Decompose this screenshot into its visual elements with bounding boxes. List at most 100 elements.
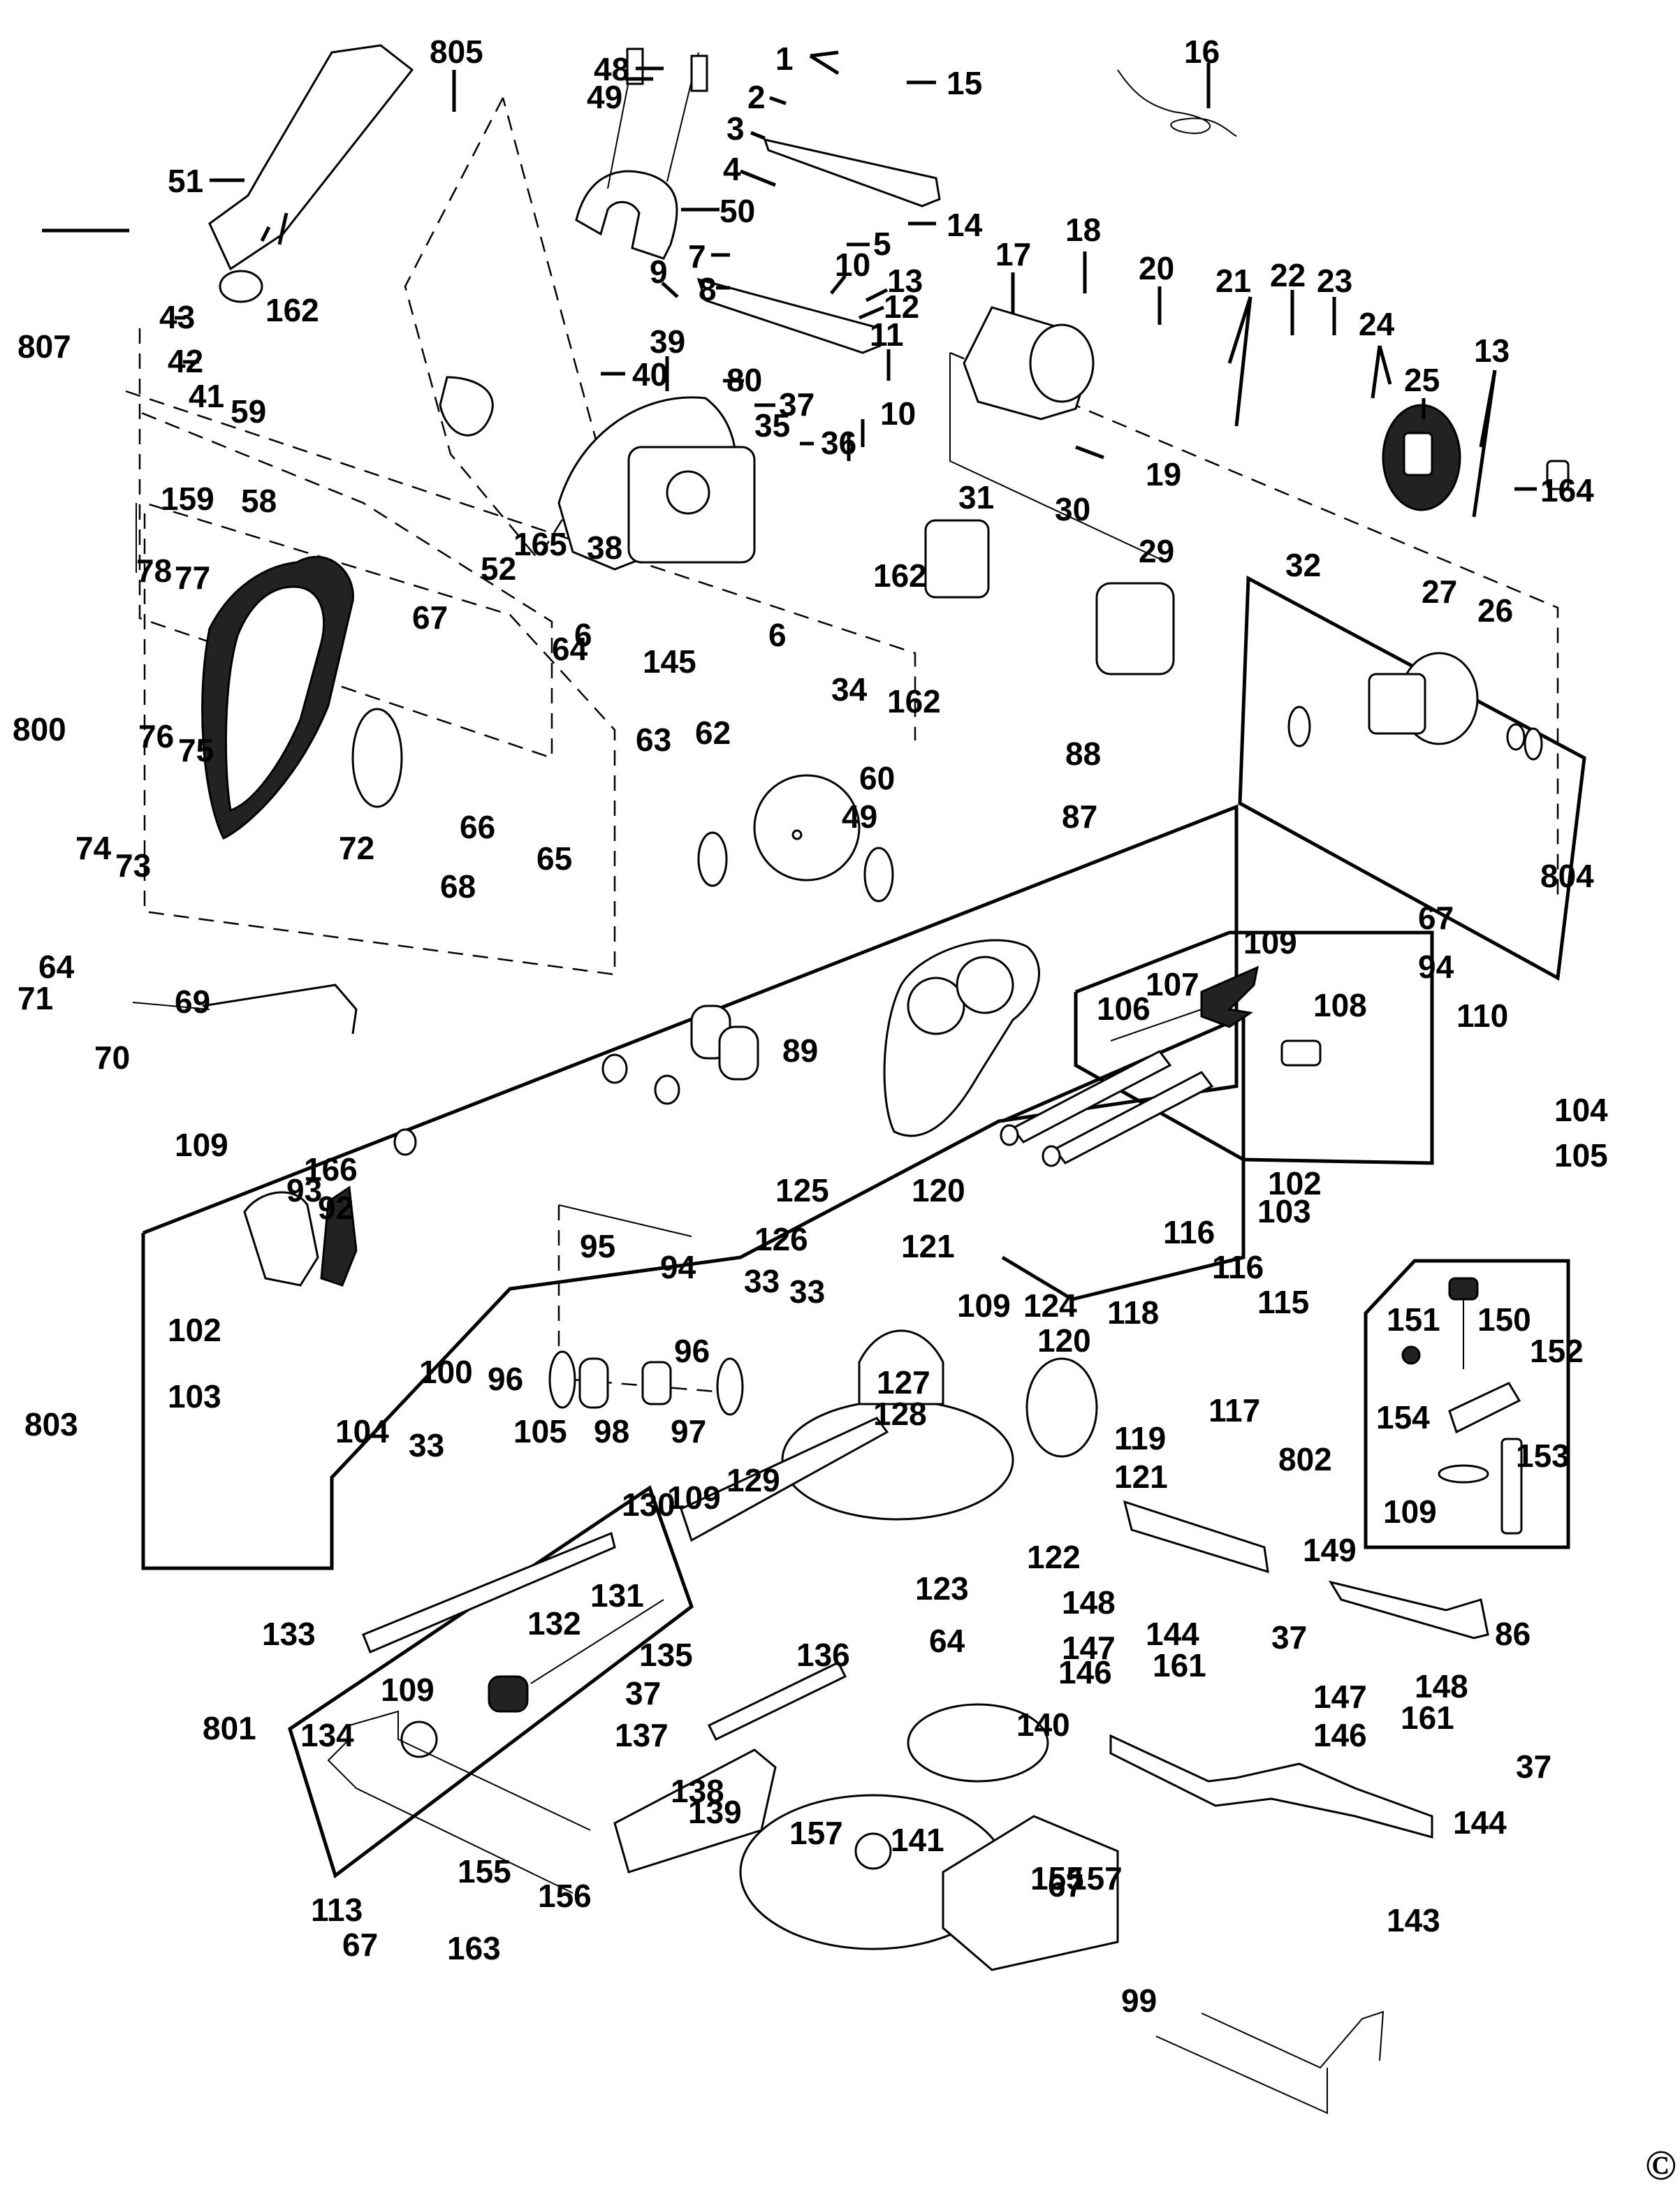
- callout-30[interactable]: 30: [1055, 491, 1090, 527]
- callout-95[interactable]: 95: [580, 1228, 615, 1264]
- callout-3[interactable]: 3: [726, 110, 745, 147]
- callout-34[interactable]: 34: [831, 671, 868, 708]
- callout-801[interactable]: 801: [203, 1710, 256, 1746]
- callout-15[interactable]: 15: [947, 65, 982, 101]
- callout-109-c[interactable]: 109: [957, 1287, 1011, 1324]
- callout-24[interactable]: 24: [1359, 306, 1395, 342]
- callout-143[interactable]: 143: [1387, 1902, 1440, 1938]
- callout-136[interactable]: 136: [796, 1637, 850, 1673]
- callout-75[interactable]: 75: [178, 732, 214, 768]
- callout-135[interactable]: 135: [639, 1637, 693, 1673]
- callout-109[interactable]: 109: [1243, 924, 1297, 960]
- callout-33[interactable]: 33: [744, 1263, 780, 1299]
- callout-32[interactable]: 32: [1285, 547, 1321, 583]
- callout-78[interactable]: 78: [136, 553, 172, 589]
- callout-162-c[interactable]: 162: [887, 683, 941, 719]
- callout-106[interactable]: 106: [1097, 991, 1151, 1027]
- callout-151[interactable]: 151: [1387, 1301, 1440, 1338]
- callout-59[interactable]: 59: [231, 393, 266, 430]
- callout-92[interactable]: 92: [318, 1190, 353, 1226]
- callout-124[interactable]: 124: [1023, 1287, 1077, 1324]
- callout-122[interactable]: 122: [1027, 1539, 1081, 1575]
- callout-162[interactable]: 162: [265, 292, 319, 328]
- callout-76[interactable]: 76: [138, 718, 174, 754]
- callout-120-b[interactable]: 120: [1037, 1322, 1091, 1359]
- callout-152[interactable]: 152: [1530, 1333, 1584, 1369]
- callout-12[interactable]: 12: [884, 288, 919, 325]
- callout-807[interactable]: 807: [17, 328, 71, 365]
- callout-42[interactable]: 42: [168, 343, 203, 379]
- callout-132[interactable]: 132: [527, 1605, 581, 1642]
- callout-130[interactable]: 130: [622, 1486, 675, 1523]
- callout-146[interactable]: 146: [1058, 1654, 1112, 1690]
- callout-67-d[interactable]: 67: [1048, 1867, 1083, 1904]
- callout-125[interactable]: 125: [775, 1172, 829, 1208]
- callout-108[interactable]: 108: [1313, 987, 1367, 1023]
- callout-116-b[interactable]: 116: [1212, 1249, 1264, 1285]
- callout-162-b[interactable]: 162: [873, 557, 927, 594]
- callout-38[interactable]: 38: [587, 529, 622, 566]
- callout-161[interactable]: 161: [1153, 1647, 1206, 1683]
- callout-102-b[interactable]: 102: [168, 1312, 221, 1348]
- callout-116[interactable]: 116: [1163, 1214, 1215, 1250]
- callout-97[interactable]: 97: [671, 1413, 706, 1449]
- callout-37-d[interactable]: 37: [1516, 1748, 1551, 1785]
- callout-159[interactable]: 159: [161, 481, 214, 517]
- callout-37-b[interactable]: 37: [1271, 1619, 1307, 1656]
- callout-48[interactable]: 48: [594, 51, 629, 87]
- callout-109-d[interactable]: 109: [1383, 1493, 1437, 1530]
- callout-26[interactable]: 26: [1477, 592, 1513, 629]
- callout-137[interactable]: 137: [615, 1717, 669, 1753]
- callout-105[interactable]: 105: [1554, 1137, 1608, 1174]
- callout-155-b[interactable]: 155: [1030, 1860, 1084, 1897]
- callout-147-b[interactable]: 147: [1313, 1679, 1367, 1715]
- callout-104-b[interactable]: 104: [335, 1413, 389, 1449]
- callout-71[interactable]: 71: [17, 980, 53, 1016]
- callout-72[interactable]: 72: [339, 830, 374, 866]
- callout-70[interactable]: 70: [94, 1039, 130, 1076]
- callout-14[interactable]: 14: [947, 207, 983, 243]
- callout-138[interactable]: 138: [671, 1773, 724, 1809]
- callout-37-c[interactable]: 37: [625, 1675, 661, 1711]
- callout-64-c[interactable]: 64: [929, 1623, 965, 1659]
- callout-145[interactable]: 145: [643, 643, 696, 680]
- callout-119[interactable]: 119: [1114, 1420, 1166, 1456]
- callout-118[interactable]: 118: [1107, 1294, 1159, 1331]
- callout-21[interactable]: 21: [1215, 263, 1251, 299]
- callout-49-b[interactable]: 49: [842, 798, 877, 835]
- callout-141[interactable]: 141: [891, 1822, 944, 1858]
- callout-94-b[interactable]: 94: [660, 1249, 696, 1285]
- callout-804[interactable]: 804: [1540, 858, 1594, 894]
- callout-103-b[interactable]: 103: [168, 1378, 221, 1415]
- callout-105-b[interactable]: 105: [513, 1413, 567, 1449]
- callout-27[interactable]: 27: [1422, 574, 1457, 610]
- callout-109-b[interactable]: 109: [175, 1127, 228, 1163]
- callout-80[interactable]: 80: [726, 362, 762, 398]
- callout-86[interactable]: 86: [1495, 1616, 1531, 1652]
- callout-19[interactable]: 19: [1146, 456, 1181, 492]
- callout-120[interactable]: 120: [912, 1172, 965, 1208]
- callout-154[interactable]: 154: [1376, 1399, 1430, 1435]
- callout-8[interactable]: 8: [699, 271, 717, 307]
- callout-10[interactable]: 10: [835, 247, 870, 283]
- callout-93[interactable]: 93: [286, 1172, 322, 1208]
- callout-33-b[interactable]: 33: [789, 1273, 825, 1310]
- callout-121[interactable]: 121: [901, 1228, 955, 1264]
- callout-6-b[interactable]: 6: [768, 617, 787, 653]
- callout-110[interactable]: 110: [1456, 998, 1508, 1034]
- callout-67-b[interactable]: 67: [1418, 900, 1454, 936]
- callout-11[interactable]: 11: [870, 316, 904, 353]
- callout-155[interactable]: 155: [458, 1853, 511, 1890]
- callout-800[interactable]: 800: [13, 711, 66, 747]
- callout-164[interactable]: 164: [1540, 472, 1594, 509]
- callout-126[interactable]: 126: [754, 1221, 808, 1257]
- callout-23[interactable]: 23: [1317, 263, 1352, 299]
- callout-35[interactable]: 35: [754, 407, 790, 444]
- callout-17[interactable]: 17: [995, 236, 1031, 272]
- callout-103[interactable]: 103: [1257, 1193, 1311, 1229]
- callout-161-b[interactable]: 161: [1401, 1700, 1454, 1736]
- callout-29[interactable]: 29: [1139, 533, 1174, 569]
- callout-9[interactable]: 9: [650, 254, 668, 290]
- callout-109-e[interactable]: 109: [667, 1480, 721, 1516]
- callout-63[interactable]: 63: [636, 722, 671, 758]
